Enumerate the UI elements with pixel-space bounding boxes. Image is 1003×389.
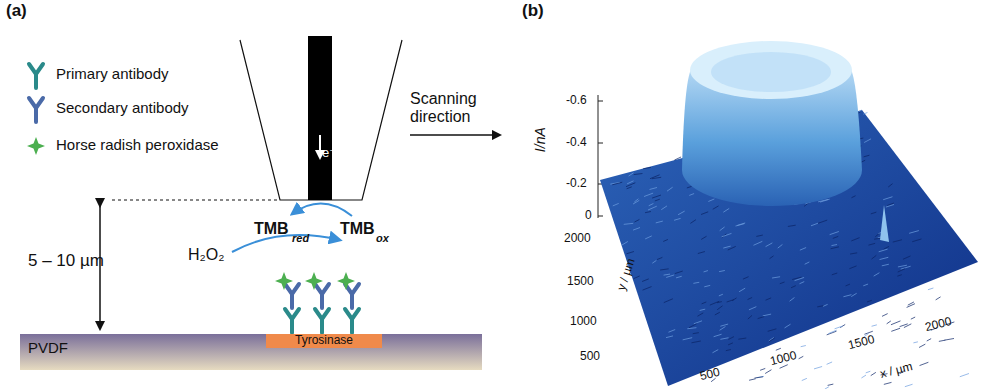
tip-level <box>112 200 280 201</box>
node-text: Tyrosinase <box>266 334 382 347</box>
label: red <box>292 232 309 244</box>
label: 0 <box>585 209 592 222</box>
legend-text: Primary antibody <box>56 66 169 83</box>
label: -0.6 <box>566 94 587 107</box>
legend-icons <box>27 64 45 155</box>
label: x / µm <box>879 360 914 381</box>
membrane-band: PVDFTyrosinase <box>20 334 482 370</box>
label: I/nA <box>533 127 548 152</box>
secm-tip <box>240 36 402 200</box>
redox-arrow <box>292 203 352 216</box>
antigen-layer: Tyrosinase <box>266 334 382 348</box>
label: e⁻ <box>322 146 336 160</box>
label: 5 – 10 µm <box>28 252 104 271</box>
label: 1500 <box>567 275 594 288</box>
label: 1000 <box>570 315 597 328</box>
label: 1500 <box>847 333 876 352</box>
label: 2000 <box>564 232 591 245</box>
label: (b) <box>522 2 544 21</box>
label: TMB <box>340 220 375 238</box>
label: -0.4 <box>566 136 587 149</box>
label: (a) <box>6 2 27 21</box>
label: 2000 <box>924 315 953 334</box>
label: 1000 <box>769 349 798 368</box>
label: H₂O₂ <box>188 246 224 264</box>
node-text: PVDF <box>20 334 482 357</box>
antibody-stack <box>275 272 359 333</box>
label: Scanning direction <box>410 90 505 125</box>
surface-plot <box>598 41 978 389</box>
legend-text: Secondary antibody <box>56 100 189 117</box>
scan-arrow <box>410 134 500 136</box>
label: -0.2 <box>566 177 587 190</box>
label: 500 <box>580 350 600 363</box>
label: TMB <box>254 220 289 238</box>
enzyme-arrow <box>232 235 340 252</box>
legend-text: Horse radish peroxidase <box>56 137 219 154</box>
label: 500 <box>699 366 722 384</box>
label: ox <box>376 232 389 244</box>
